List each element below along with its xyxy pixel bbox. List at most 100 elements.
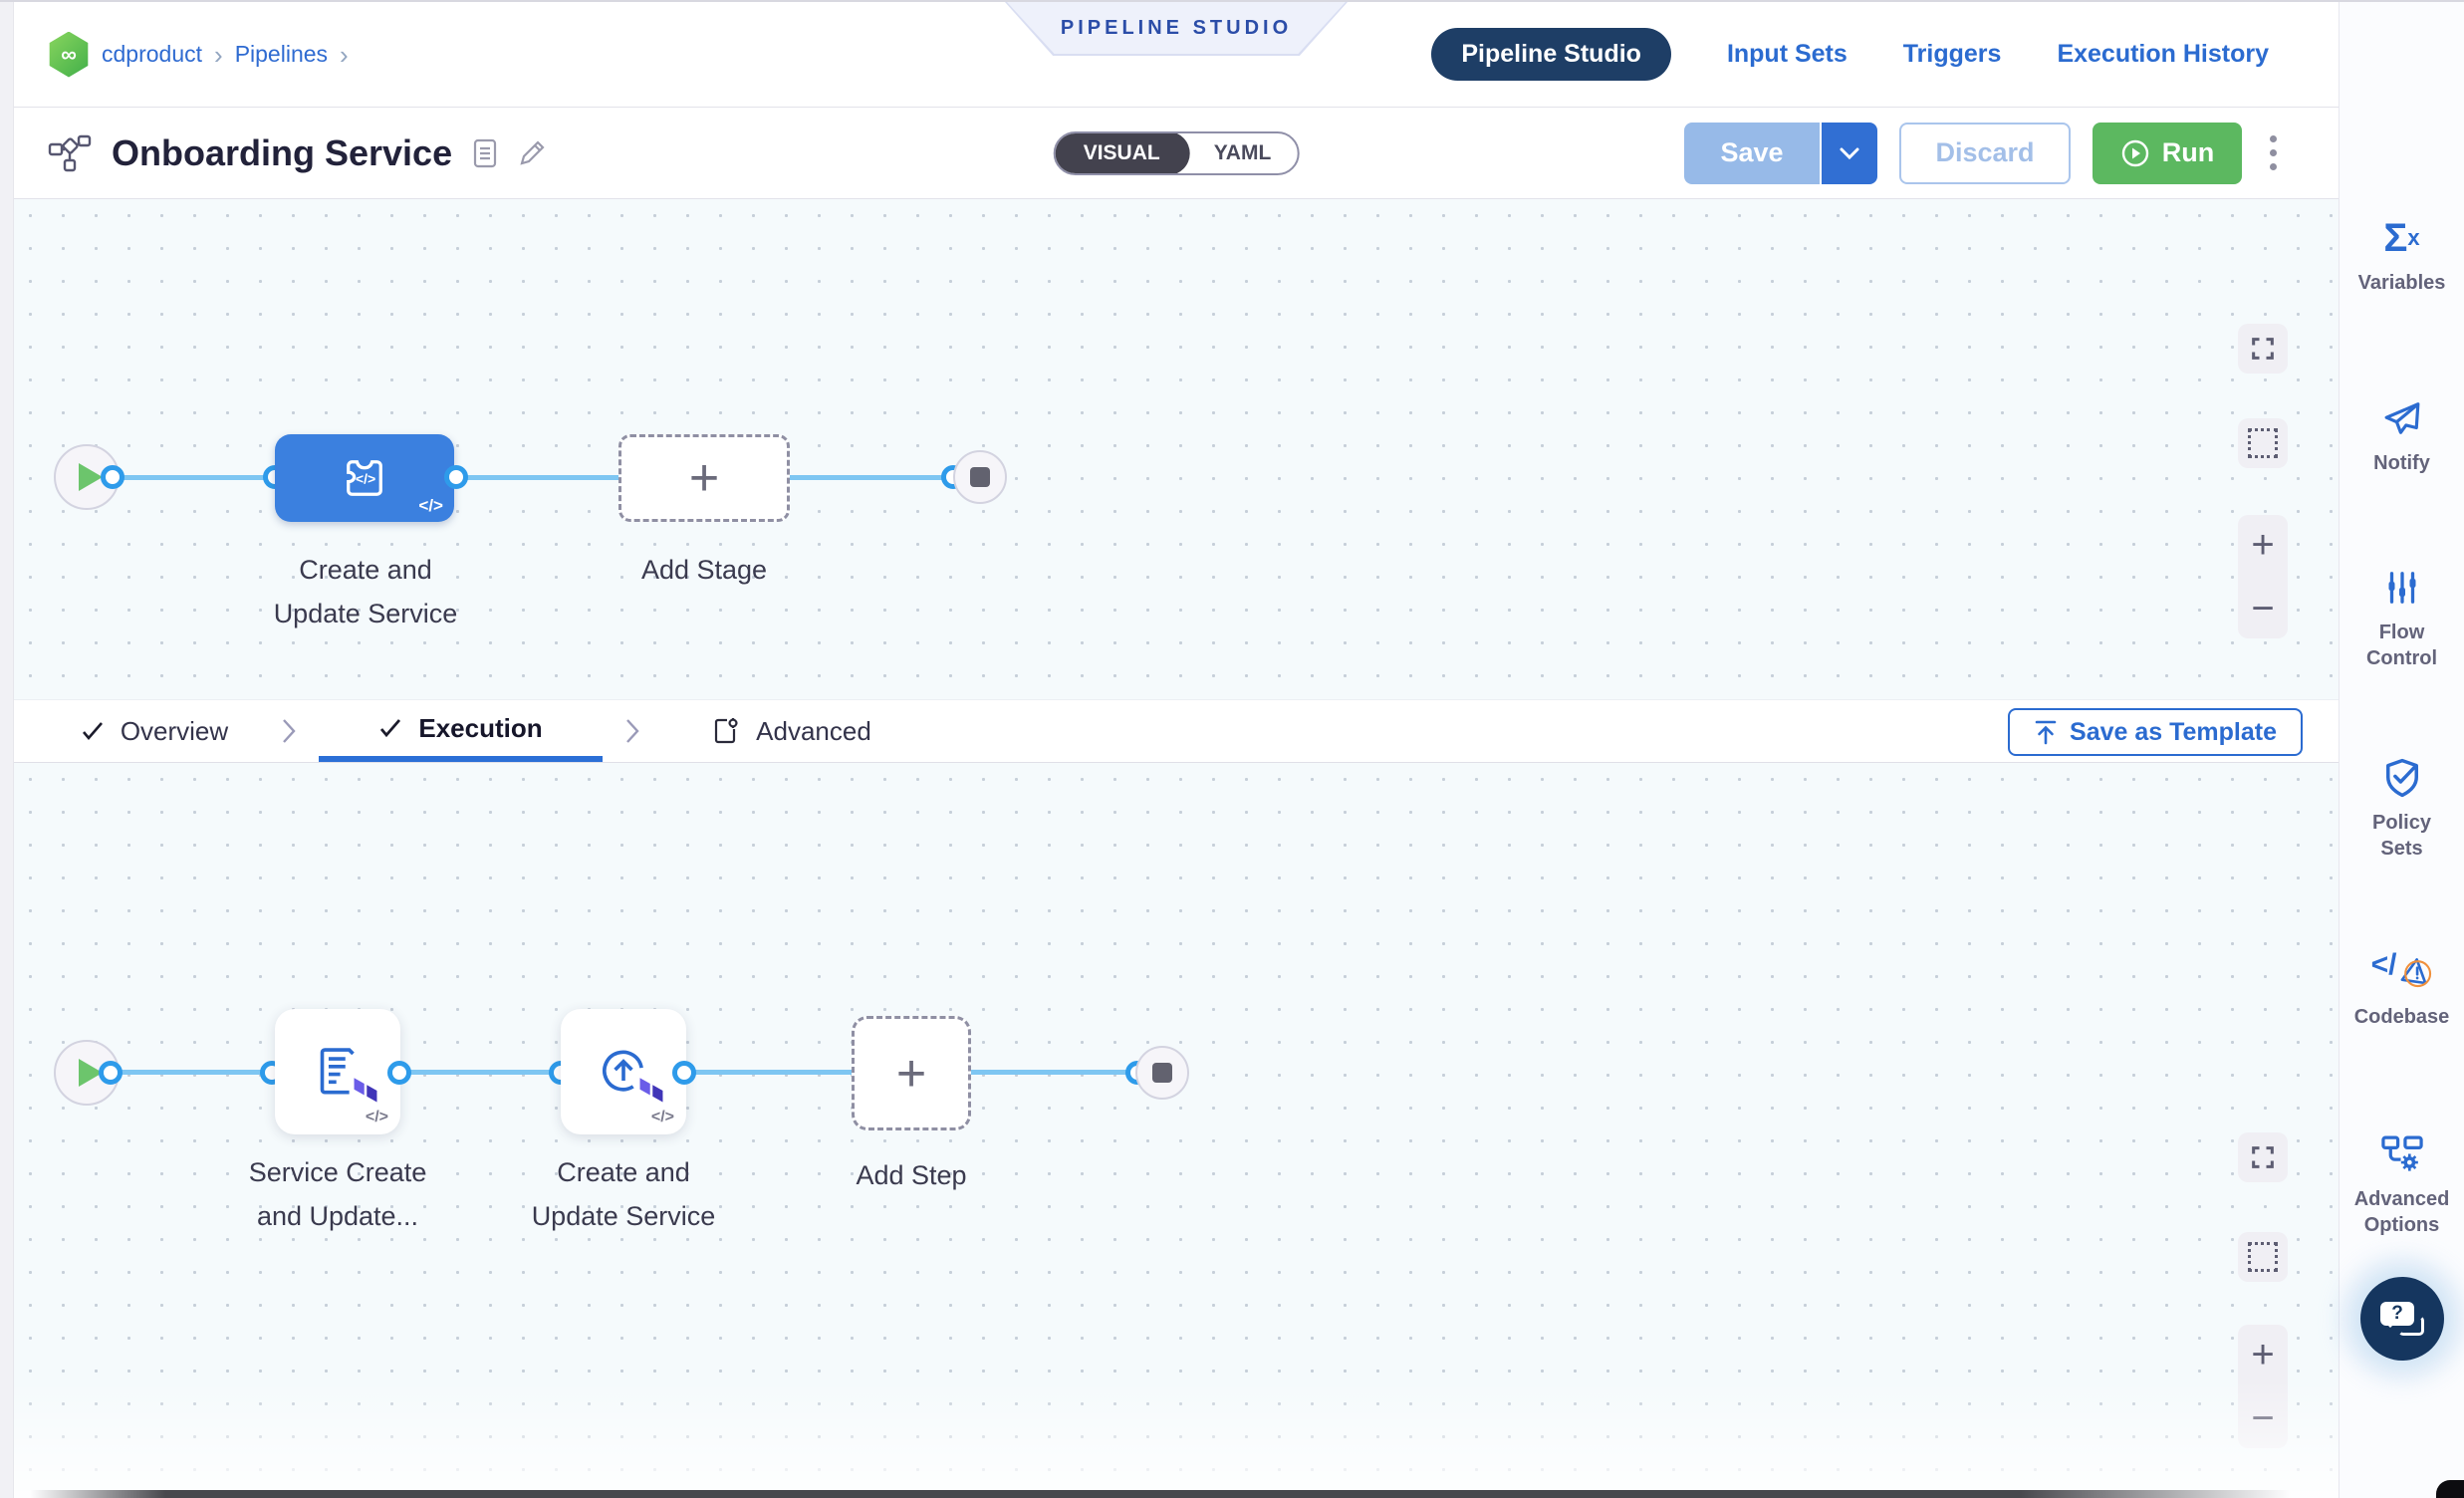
tab-triggers[interactable]: Triggers — [1902, 40, 2002, 68]
plus-icon: + — [688, 449, 720, 507]
update-circle-arrow-icon — [603, 1050, 643, 1092]
check-icon — [380, 719, 401, 738]
add-step-button[interactable]: + — [852, 1016, 971, 1130]
tab-overview[interactable]: Overview — [50, 700, 259, 762]
code-warning-icon: </ — [2371, 950, 2433, 994]
code-badge: </> — [365, 1109, 388, 1125]
sidebar-item-codebase[interactable]: </ Codebase — [2353, 948, 2450, 1029]
add-stage-button[interactable]: + — [618, 434, 790, 522]
zoom-in-button[interactable]: + — [2251, 1333, 2275, 1376]
stage-canvas[interactable]: </> </> + Create and Update Service Add … — [14, 199, 2339, 699]
tab-input-sets[interactable]: Input Sets — [1726, 40, 1848, 68]
connector-port[interactable] — [672, 1061, 696, 1085]
save-as-template-button[interactable]: Save as Template — [2008, 708, 2303, 756]
multi-select-button[interactable] — [2238, 418, 2288, 468]
fullscreen-button[interactable] — [2238, 324, 2288, 374]
stop-icon — [970, 467, 990, 487]
upload-icon — [2035, 720, 2057, 745]
play-icon — [2121, 139, 2148, 166]
chevron-right-icon: › — [214, 39, 223, 70]
advanced-settings-icon — [715, 718, 738, 744]
chat-question-icon: ? — [2380, 1302, 2424, 1336]
breadcrumb: ∞ cdproduct › Pipelines › — [48, 31, 349, 78]
pipeline-graph-icon — [48, 134, 92, 172]
fullscreen-button[interactable] — [2238, 1132, 2288, 1182]
pipeline-header: Onboarding Service VISUAL YAML — [14, 108, 2339, 199]
zoom-out-button[interactable]: − — [2251, 587, 2275, 630]
step-node-create-update-service[interactable]: </> — [561, 1009, 686, 1134]
connector-port[interactable] — [444, 465, 468, 489]
save-button[interactable]: Save — [1684, 122, 1820, 184]
save-dropdown-button[interactable] — [1820, 122, 1877, 184]
fullscreen-icon — [2252, 338, 2274, 360]
edit-pencil-icon[interactable] — [518, 137, 548, 169]
breadcrumb-project-link[interactable]: cdproduct — [102, 41, 203, 67]
top-bar: PIPELINE STUDIO ∞ cdproduct › Pipelines … — [14, 2, 2339, 108]
page-title: Onboarding Service — [112, 131, 453, 173]
stage-node-create-update-service[interactable]: </> </> — [275, 434, 454, 522]
cd-module-icon: ∞ — [49, 31, 89, 78]
paper-plane-icon — [2382, 396, 2422, 440]
collapsed-left-nav-strip — [0, 2, 14, 1498]
toggle-visual[interactable]: VISUAL — [1055, 132, 1190, 173]
visual-yaml-toggle[interactable]: VISUAL YAML — [1053, 130, 1300, 175]
help-chat-button[interactable]: ? — [2360, 1277, 2444, 1361]
tab-pipeline-studio[interactable]: Pipeline Studio — [1431, 28, 1671, 81]
service-document-icon — [320, 1048, 355, 1095]
more-options-icon[interactable] — [2264, 129, 2283, 176]
zoom-controls: + − — [2238, 1325, 2288, 1448]
tab-execution[interactable]: Execution — [319, 700, 603, 762]
pipeline-end-node — [953, 450, 1007, 504]
step-label: Service Create and Update... — [248, 1157, 427, 1231]
toggle-yaml[interactable]: YAML — [1213, 140, 1272, 164]
plus-icon: + — [895, 1044, 927, 1103]
bottom-panel-edge — [30, 1490, 2291, 1498]
execution-end-node — [1135, 1046, 1189, 1100]
custom-stage-icon: </> — [347, 460, 382, 496]
step-label: Create and Update Service — [531, 1157, 716, 1231]
save-button-group: Save — [1684, 122, 1877, 184]
connector-line — [87, 475, 980, 480]
start-play-icon — [79, 463, 103, 491]
connector-port[interactable] — [99, 1061, 123, 1085]
multi-select-button[interactable] — [2238, 1232, 2288, 1282]
stage-label: Create and Update Service — [273, 555, 458, 628]
run-button[interactable]: Run — [2093, 122, 2242, 184]
fullscreen-icon — [2252, 1146, 2274, 1168]
svg-text:</>: </> — [356, 470, 375, 486]
step-node-service-create-update[interactable]: </> — [275, 1009, 400, 1134]
tab-chevron-icon — [259, 700, 319, 762]
title-group: Onboarding Service — [48, 132, 548, 174]
zoom-in-button[interactable]: + — [2251, 523, 2275, 567]
stop-icon — [1152, 1063, 1172, 1083]
bottom-corner-panel — [2436, 1480, 2464, 1498]
terraform-icon — [639, 1078, 663, 1103]
connector-port[interactable] — [101, 465, 124, 489]
tab-chevron-icon — [603, 700, 662, 762]
pipeline-studio-banner: PIPELINE STUDIO — [1005, 2, 1348, 56]
sidebar-item-notify[interactable]: Notify — [2340, 396, 2464, 476]
top-nav: Pipeline Studio Input Sets Triggers Exec… — [1431, 28, 2269, 81]
code-badge: </> — [650, 1109, 674, 1125]
selection-box-icon — [2248, 1242, 2278, 1272]
tab-advanced[interactable]: Advanced — [662, 700, 921, 762]
breadcrumb-pipelines-link[interactable]: Pipelines — [234, 41, 329, 67]
zoom-out-button[interactable]: − — [2251, 1396, 2275, 1440]
code-badge: </> — [418, 496, 443, 515]
description-icon[interactable] — [472, 137, 498, 169]
discard-button[interactable]: Discard — [1899, 122, 2071, 184]
selection-box-icon — [2248, 428, 2278, 458]
connector-port[interactable] — [387, 1061, 411, 1085]
shield-check-icon — [2383, 756, 2421, 800]
execution-canvas[interactable]: </> </> + — [14, 763, 2339, 1498]
zoom-controls: + − — [2238, 515, 2288, 638]
tab-execution-history[interactable]: Execution History — [2057, 40, 2269, 68]
canvas-bottom-fade — [14, 1380, 2339, 1498]
